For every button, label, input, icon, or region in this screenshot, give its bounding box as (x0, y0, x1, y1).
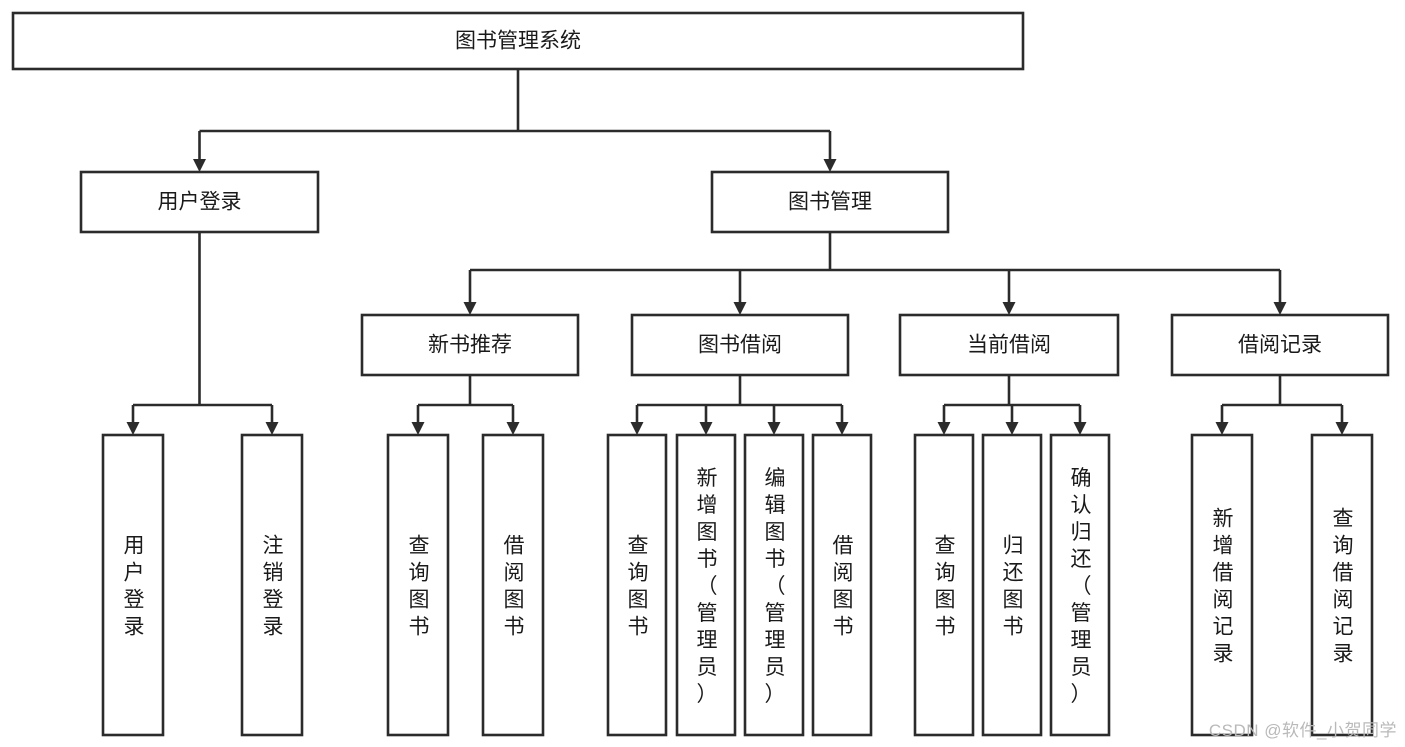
node-leaf-query-book-borrow-label: 查询图书 (628, 535, 649, 639)
node-leaf-add-borrow-record-label: 新增借阅记录 (1213, 508, 1234, 666)
node-leaf-confirm-return-admin-box[interactable] (1049, 433, 1111, 737)
node-leaf-add-book-admin[interactable]: 新增图书（管理员） (675, 433, 737, 737)
node-book-manage-label: 图书管理 (788, 191, 872, 214)
node-leaf-user-login-label: 用户登录 (124, 535, 145, 639)
node-leaf-query-book-rec-label: 查询图书 (409, 535, 430, 639)
node-leaf-user-logout-label: 注销登录 (263, 535, 284, 639)
node-leaf-query-borrow-record-box[interactable] (1310, 433, 1374, 737)
node-new-book-rec-box[interactable] (360, 313, 580, 377)
node-book-borrow-box[interactable] (630, 313, 850, 377)
arrow-to-book-borrow (733, 302, 747, 315)
node-leaf-borrow-book[interactable]: 借阅图书 (811, 433, 873, 737)
arrow-to-leaf-query-book-cur (937, 422, 951, 435)
arrow-to-leaf-query-book-borrow (630, 422, 644, 435)
node-leaf-query-book-rec-box[interactable] (386, 433, 450, 737)
connector-layer (126, 69, 1349, 435)
node-leaf-query-book-cur-box[interactable] (913, 433, 975, 737)
node-borrow-record-label: 借阅记录 (1238, 334, 1322, 357)
arrow-to-leaf-add-book-admin (699, 422, 713, 435)
node-leaf-add-book-admin-label: 新增图书（管理员） (697, 467, 718, 706)
node-leaf-user-login[interactable]: 用户登录 (101, 433, 165, 737)
node-leaf-confirm-return-admin-label: 确认归还（管理员） (1071, 467, 1092, 706)
node-current-borrow-label: 当前借阅 (967, 334, 1051, 357)
node-leaf-borrow-book-rec[interactable]: 借阅图书 (481, 433, 545, 737)
node-root-box[interactable] (11, 11, 1025, 71)
node-borrow-record-box[interactable] (1170, 313, 1390, 377)
node-user-login-box[interactable] (79, 170, 320, 234)
arrow-to-leaf-query-book-rec (411, 422, 425, 435)
arrow-to-leaf-user-logout (265, 422, 279, 435)
arrow-to-leaf-add-borrow-record (1215, 422, 1229, 435)
node-leaf-query-book-cur-label: 查询图书 (935, 535, 956, 639)
node-layer: 图书管理系统用户登录图书管理新书推荐图书借阅当前借阅借阅记录用户登录注销登录查询… (11, 11, 1390, 737)
node-book-manage[interactable]: 图书管理 (710, 170, 950, 234)
node-book-manage-box[interactable] (710, 170, 950, 234)
node-leaf-confirm-return-admin[interactable]: 确认归还（管理员） (1049, 433, 1111, 737)
node-leaf-add-borrow-record[interactable]: 新增借阅记录 (1190, 433, 1254, 737)
node-leaf-add-book-admin-box[interactable] (675, 433, 737, 737)
node-leaf-borrow-book-box[interactable] (811, 433, 873, 737)
arrow-to-leaf-borrow-book (835, 422, 849, 435)
node-borrow-record[interactable]: 借阅记录 (1170, 313, 1390, 377)
node-leaf-borrow-book-rec-box[interactable] (481, 433, 545, 737)
node-leaf-edit-book-admin[interactable]: 编辑图书（管理员） (743, 433, 805, 737)
arrow-to-leaf-user-login (126, 422, 140, 435)
arrow-to-leaf-return-book (1005, 422, 1019, 435)
arrow-to-user-login (193, 159, 206, 172)
node-leaf-query-book-borrow-box[interactable] (606, 433, 668, 737)
arrow-to-book-manage (823, 159, 837, 172)
node-leaf-borrow-book-rec-label: 借阅图书 (504, 535, 525, 639)
node-leaf-return-book-box[interactable] (981, 433, 1043, 737)
arrow-to-current-borrow (1002, 302, 1016, 315)
arrow-to-borrow-record (1273, 302, 1287, 315)
node-leaf-borrow-book-label: 借阅图书 (833, 535, 854, 639)
node-root[interactable]: 图书管理系统 (11, 11, 1025, 71)
arrow-to-leaf-borrow-book-rec (506, 422, 520, 435)
node-leaf-user-logout[interactable]: 注销登录 (240, 433, 304, 737)
node-user-login-label: 用户登录 (158, 191, 242, 214)
node-root-label: 图书管理系统 (455, 30, 581, 53)
arrow-to-leaf-query-borrow-record (1335, 422, 1349, 435)
node-current-borrow[interactable]: 当前借阅 (898, 313, 1120, 377)
node-leaf-edit-book-admin-box[interactable] (743, 433, 805, 737)
node-new-book-rec-label: 新书推荐 (428, 334, 512, 357)
node-book-borrow-label: 图书借阅 (698, 334, 782, 357)
node-leaf-add-borrow-record-box[interactable] (1190, 433, 1254, 737)
node-leaf-query-book-borrow[interactable]: 查询图书 (606, 433, 668, 737)
node-leaf-edit-book-admin-label: 编辑图书（管理员） (765, 467, 786, 706)
node-user-login[interactable]: 用户登录 (79, 170, 320, 234)
arrow-to-new-book-rec (463, 302, 477, 315)
node-new-book-rec[interactable]: 新书推荐 (360, 313, 580, 377)
node-leaf-return-book-label: 归还图书 (1003, 535, 1024, 639)
node-current-borrow-box[interactable] (898, 313, 1120, 377)
node-leaf-query-book-rec[interactable]: 查询图书 (386, 433, 450, 737)
node-leaf-return-book[interactable]: 归还图书 (981, 433, 1043, 737)
node-book-borrow[interactable]: 图书借阅 (630, 313, 850, 377)
node-leaf-query-borrow-record[interactable]: 查询借阅记录 (1310, 433, 1374, 737)
arrow-to-leaf-edit-book-admin (767, 422, 781, 435)
arrow-to-leaf-confirm-return-admin (1073, 422, 1087, 435)
node-leaf-user-login-box[interactable] (101, 433, 165, 737)
node-leaf-query-borrow-record-label: 查询借阅记录 (1333, 508, 1354, 666)
node-leaf-query-book-cur[interactable]: 查询图书 (913, 433, 975, 737)
node-leaf-user-logout-box[interactable] (240, 433, 304, 737)
